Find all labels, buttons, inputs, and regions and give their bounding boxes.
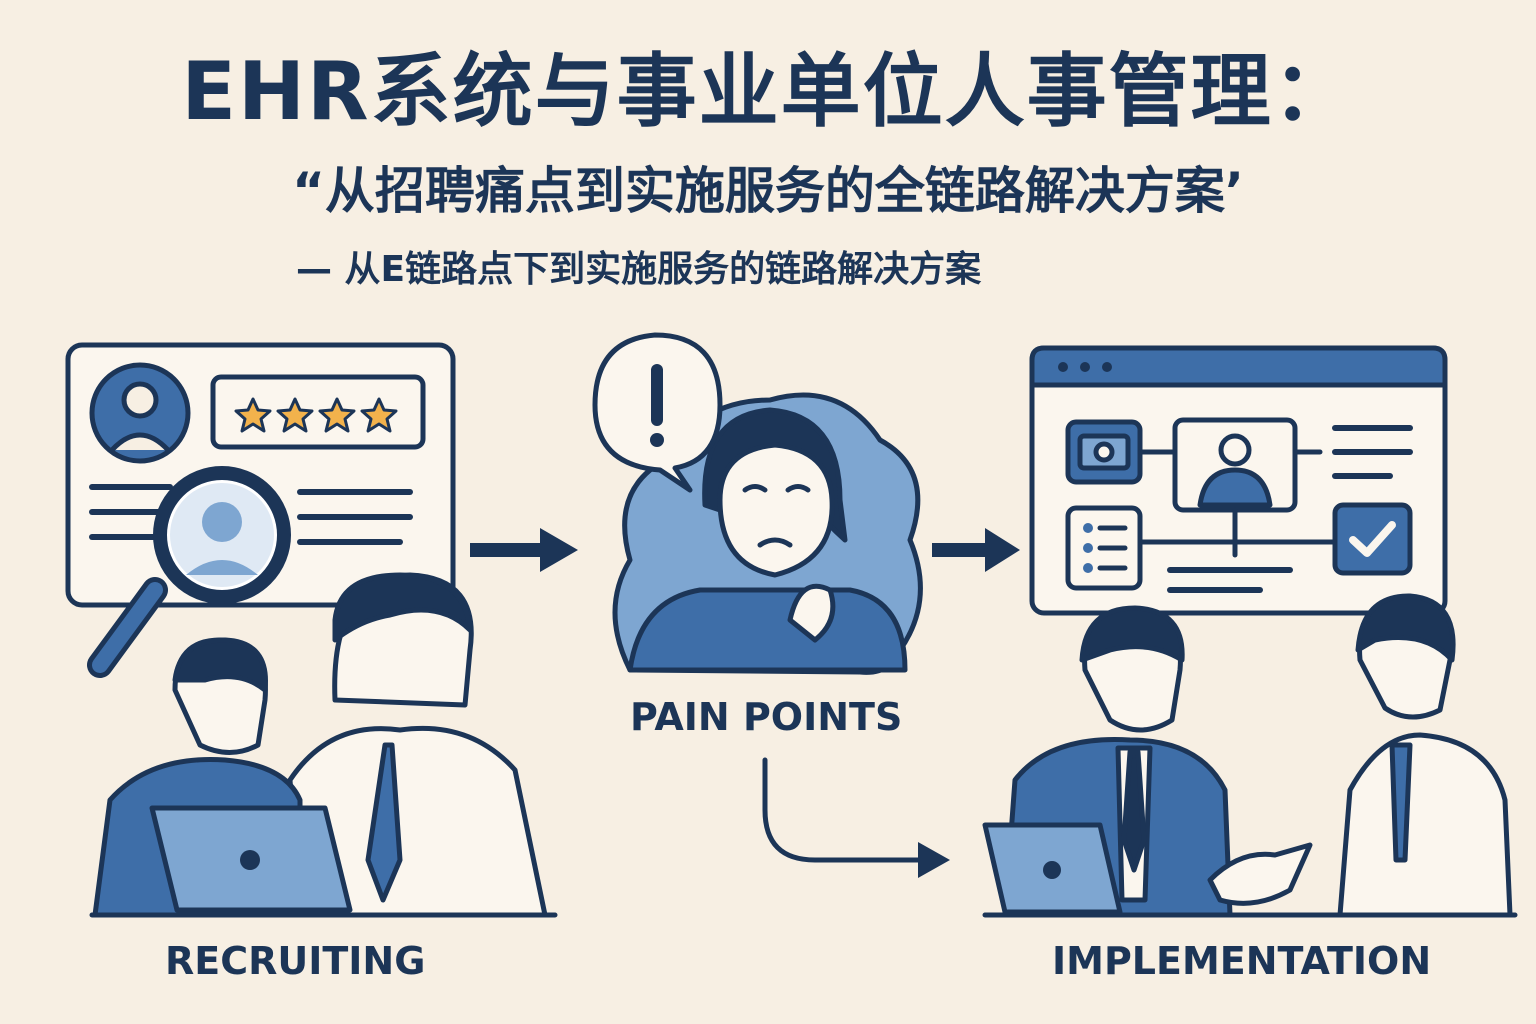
pain-points-illustration bbox=[592, 332, 923, 675]
resume-text-lines bbox=[89, 484, 413, 545]
dashboard-text-lines bbox=[1167, 425, 1413, 593]
module-settings-icon bbox=[1065, 419, 1143, 485]
arrow-right-icon bbox=[932, 528, 1020, 572]
implementation-illustration bbox=[982, 345, 1518, 918]
consultant-person-right bbox=[1337, 593, 1513, 918]
arrow-right-icon bbox=[470, 528, 578, 572]
page-title: EHR系统与事业单位人事管理： bbox=[181, 45, 1355, 138]
stage-label-implementation: IMPLEMENTATION bbox=[1052, 939, 1432, 983]
curved-arrow-icon bbox=[762, 757, 950, 878]
checkmark-icon bbox=[1332, 502, 1413, 576]
stage-label-pain-points: PAIN POINTS bbox=[630, 695, 903, 739]
page-subtitle-secondary: — 从E链路点下到实施服务的链路解决方案 bbox=[296, 249, 982, 290]
recruiting-illustration bbox=[65, 342, 558, 918]
stage-label-recruiting: RECRUITING bbox=[165, 939, 426, 983]
exclamation-bubble-icon bbox=[592, 332, 723, 493]
checklist-icon bbox=[1065, 505, 1143, 591]
magnifier-icon bbox=[87, 466, 291, 678]
profile-avatar-icon bbox=[89, 362, 191, 464]
rating-stars-icon bbox=[234, 397, 398, 433]
recruiter-person-back bbox=[287, 572, 548, 918]
handshake-icon bbox=[1207, 842, 1313, 906]
page-subtitle: “从招聘痛点到实施服务的全链路解决方案’ bbox=[292, 162, 1244, 220]
laptop-icon bbox=[149, 805, 353, 913]
laptop-icon bbox=[982, 822, 1123, 915]
module-user-icon bbox=[1172, 417, 1298, 513]
